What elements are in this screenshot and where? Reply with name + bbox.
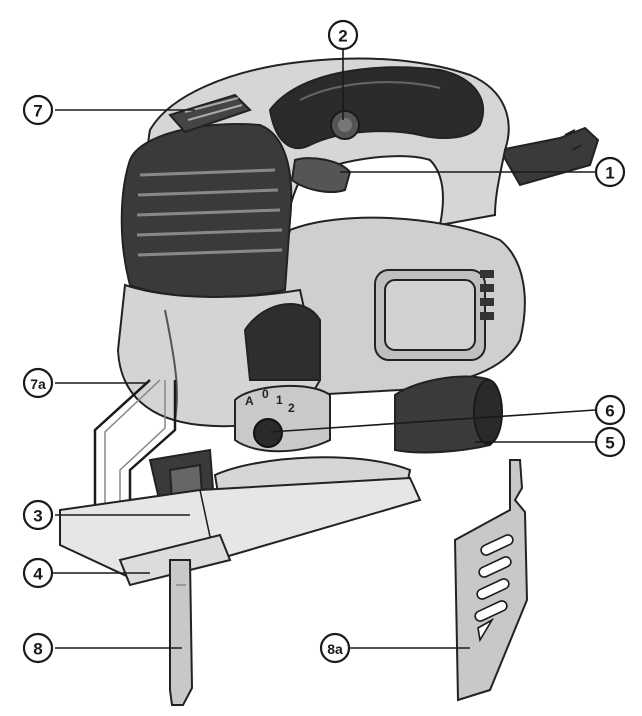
leader-lines bbox=[52, 50, 596, 649]
leader-6 bbox=[269, 409, 596, 433]
callout-2-label: 2 bbox=[338, 27, 347, 46]
vents bbox=[480, 270, 494, 320]
cord-guard bbox=[498, 126, 600, 187]
callout-8: 8 bbox=[22, 632, 54, 664]
jigsaw-body: A 0 1 2 bbox=[59, 57, 600, 706]
callout-5: 5 bbox=[594, 426, 626, 458]
callout-8a-label: 8a bbox=[327, 641, 343, 657]
callout-8a: 8a bbox=[319, 632, 351, 664]
callouts: 1 2 3 4 5 6 7 7a bbox=[22, 19, 626, 664]
callout-2: 2 bbox=[327, 19, 359, 51]
callout-7a: 7a bbox=[22, 367, 54, 399]
dial-mark-2: 2 bbox=[288, 401, 295, 415]
callout-7-label: 7 bbox=[33, 102, 42, 121]
callout-6: 6 bbox=[594, 394, 626, 426]
callout-3: 3 bbox=[22, 499, 54, 531]
blade-slots bbox=[474, 534, 514, 643]
dial-mark-0: 0 bbox=[262, 387, 269, 401]
orbital-dial: A 0 1 2 bbox=[234, 385, 331, 453]
callout-8-label: 8 bbox=[33, 640, 42, 659]
callout-4: 4 bbox=[22, 557, 54, 589]
callout-7: 7 bbox=[22, 94, 54, 126]
installed-blade bbox=[169, 559, 194, 706]
callout-3-label: 3 bbox=[33, 507, 42, 526]
callout-4-label: 4 bbox=[33, 565, 43, 584]
callout-7a-label: 7a bbox=[30, 376, 46, 392]
dial-mark-1: 1 bbox=[276, 393, 283, 407]
callout-5-label: 5 bbox=[605, 434, 614, 453]
dial-mark-a: A bbox=[245, 394, 254, 408]
trigger bbox=[290, 157, 352, 193]
spare-blade bbox=[453, 459, 529, 702]
dial-knob bbox=[253, 418, 283, 448]
callout-6-label: 6 bbox=[605, 402, 614, 421]
shoe-plate bbox=[59, 476, 422, 582]
handle-grip bbox=[268, 66, 485, 150]
callout-1-label: 1 bbox=[605, 164, 614, 183]
callout-1: 1 bbox=[594, 156, 626, 188]
front-vents bbox=[136, 168, 283, 257]
